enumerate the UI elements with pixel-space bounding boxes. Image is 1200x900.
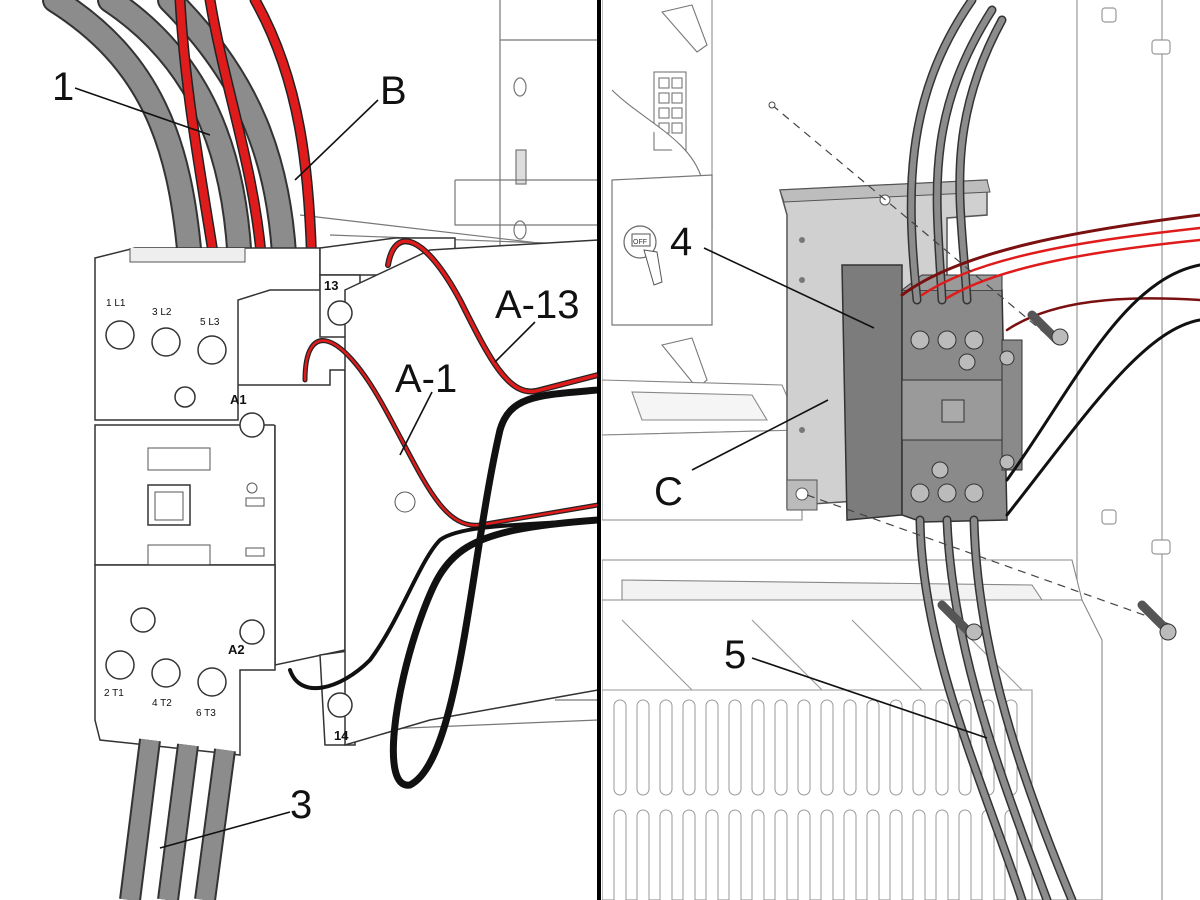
gray-input-cables — [42, 0, 298, 283]
terminal-label-l3: 5 L3 — [200, 317, 220, 328]
callout-B: B — [380, 69, 407, 113]
callout-C: C — [654, 470, 683, 514]
heatsink-fin — [958, 809, 972, 900]
left-detail-panel: 1 L1 3 L2 5 L3 2 T1 4 T2 6 T3 A1 A2 13 1… — [0, 0, 598, 900]
heatsink-fin — [636, 699, 650, 796]
heatsink-fin — [866, 809, 880, 900]
terminal-label-a1: A1 — [230, 392, 247, 407]
callout-leaders-left — [74, 87, 536, 849]
callouts-right: 4 C 5 — [654, 220, 746, 677]
heatsink-fin — [613, 699, 627, 796]
heatsink-fin — [728, 699, 742, 796]
heatsink-fin — [705, 809, 719, 900]
heatsink-fin — [728, 809, 742, 900]
heatsink-fin — [613, 809, 627, 900]
contactor-4 — [841, 264, 1023, 523]
callout-4: 4 — [670, 220, 692, 264]
disconnect-switch: OFF — [611, 174, 713, 326]
heatsink-fin — [912, 699, 926, 796]
heatsink-fin — [843, 699, 857, 796]
heatsink-fin — [797, 699, 811, 796]
terminal-label-14: 14 — [334, 728, 349, 743]
heatsink-fin — [751, 809, 765, 900]
terminal-label-l1: 1 L1 — [106, 298, 126, 309]
switch-off-label: OFF — [633, 239, 647, 246]
contactor-closeup-illustration: 1 L1 3 L2 5 L3 2 T1 4 T2 6 T3 A1 A2 13 1… — [42, 0, 598, 900]
heatsink-fin — [866, 699, 880, 796]
heatsink-fin — [820, 809, 834, 900]
right-overview-panel: OFF — [602, 0, 1200, 900]
callout-3: 3 — [290, 783, 312, 827]
shelf-tray — [602, 379, 803, 521]
heatsink-fin — [889, 809, 903, 900]
heatsink-fin — [705, 699, 719, 796]
terminal-label-13: 13 — [324, 278, 338, 293]
heatsink-fin — [935, 809, 949, 900]
enclosure-overview-illustration: OFF — [602, 0, 1200, 900]
terminal-label-t1: 2 T1 — [104, 688, 124, 699]
heatsink-fin — [751, 699, 765, 796]
callout-A-1: A-1 — [395, 357, 457, 401]
upper-left-components — [611, 4, 708, 389]
heatsink-fin — [935, 699, 949, 796]
gray-output-cables — [119, 738, 236, 900]
panel-divider — [597, 0, 601, 900]
heatsink-fin — [682, 809, 696, 900]
terminal-label-l2: 3 L2 — [152, 307, 172, 318]
heatsink-fin — [774, 809, 788, 900]
heatsink-fin — [682, 699, 696, 796]
terminal-labels: 1 L1 3 L2 5 L3 2 T1 4 T2 6 T3 A1 A2 13 1… — [104, 278, 349, 743]
enclosure-wall — [602, 0, 1171, 900]
terminal-label-a2: A2 — [228, 642, 245, 657]
terminal-label-t3: 6 T3 — [196, 708, 216, 719]
heatsink-fin — [820, 699, 834, 796]
heatsink-fin — [843, 809, 857, 900]
heatsink-fin — [659, 699, 673, 796]
callout-5: 5 — [724, 633, 746, 677]
callouts-left: 1 B A-13 A-1 3 — [52, 65, 580, 827]
terminal-label-t2: 4 T2 — [152, 698, 172, 709]
heatsink-fin — [659, 809, 673, 900]
callout-leaders-right — [691, 247, 988, 739]
heatsink-fin — [774, 699, 788, 796]
callout-A-13: A-13 — [495, 283, 580, 327]
callout-1: 1 — [52, 65, 74, 109]
control-wires — [288, 238, 598, 789]
mounting-screws — [768, 101, 1177, 641]
red-wires-B — [174, 0, 318, 281]
heatsink-fin — [889, 699, 903, 796]
heatsink-fin — [636, 809, 650, 900]
right-cables — [900, 0, 1200, 900]
heatsink-fin — [912, 809, 926, 900]
heatsink-fin — [797, 809, 811, 900]
